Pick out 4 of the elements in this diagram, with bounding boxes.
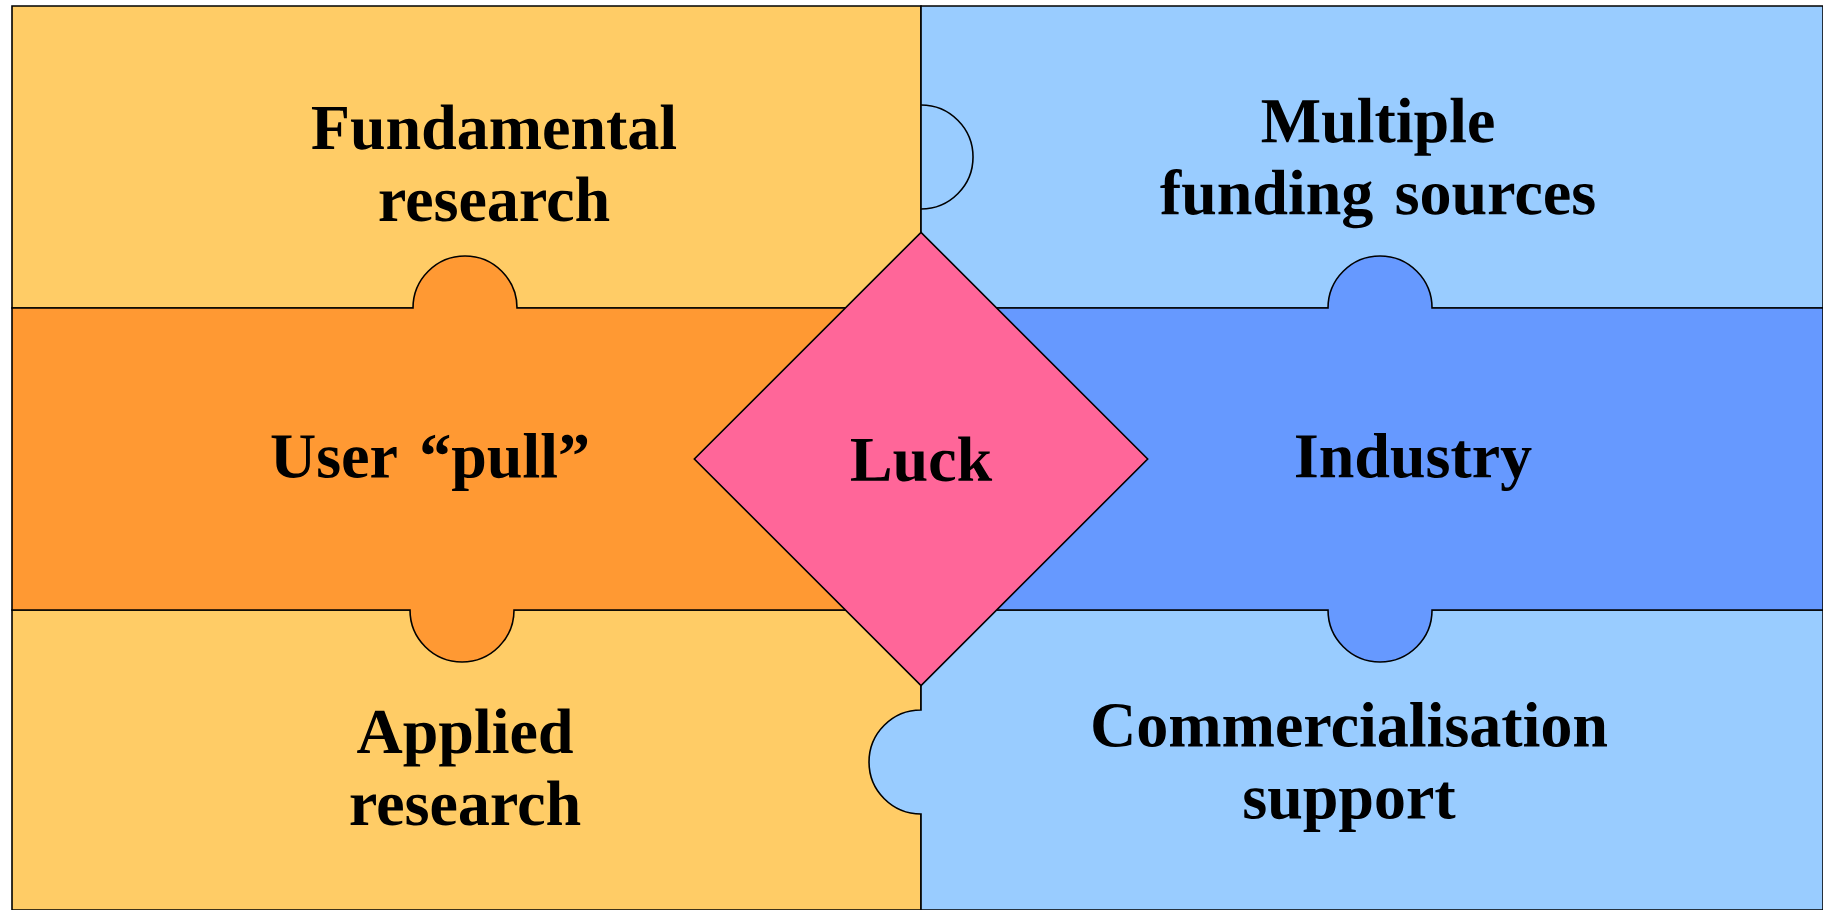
puzzle-piece: Commercialisation support: [868, 609, 1823, 910]
puzzle-piece: Multiple funding sources: [920, 5, 1823, 309]
puzzle-piece: Applied research: [11, 609, 922, 910]
puzzle-piece: Fundamental research: [11, 5, 922, 309]
